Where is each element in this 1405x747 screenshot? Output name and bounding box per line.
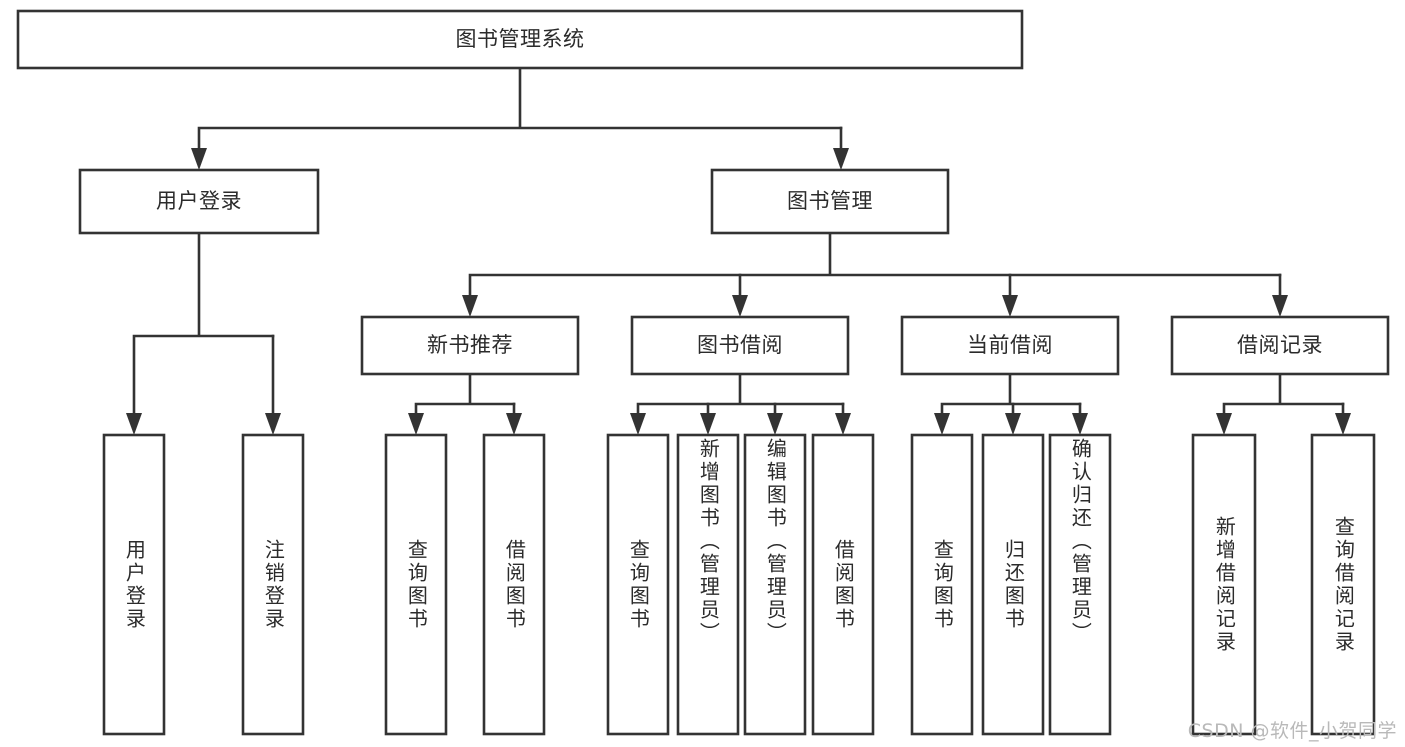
arrow-head-icon (506, 413, 522, 435)
arrow-head-icon (408, 413, 424, 435)
arrow-head-icon (767, 413, 783, 435)
connector-line (468, 231, 1282, 309)
connector-line (636, 372, 845, 427)
connector-line (1222, 372, 1345, 427)
leaf-node-11-box[interactable] (1191, 433, 1257, 736)
arrow-head-icon (630, 413, 646, 435)
connector-line (197, 66, 843, 162)
level3-node-1-box[interactable] (630, 315, 850, 376)
root-node-box[interactable] (16, 9, 1024, 70)
connector-line (132, 231, 275, 427)
arrow-head-icon (1216, 413, 1232, 435)
leaf-node-1-box[interactable] (241, 433, 305, 736)
arrow-head-icon (833, 148, 849, 170)
arrow-head-icon (191, 148, 207, 170)
arrow-head-icon (1072, 413, 1088, 435)
arrow-head-icon (126, 413, 142, 435)
arrow-head-icon (1002, 295, 1018, 317)
level3-node-2-box[interactable] (900, 315, 1120, 376)
arrow-head-icon (934, 413, 950, 435)
leaf-node-3-box[interactable] (482, 433, 546, 736)
level3-node-0-box[interactable] (360, 315, 580, 376)
leaf-node-5-box[interactable] (676, 433, 740, 736)
level3-node-3-box[interactable] (1170, 315, 1390, 376)
level2-node-0-box[interactable] (78, 168, 320, 235)
arrow-head-icon (1272, 295, 1288, 317)
arrow-head-icon (1335, 413, 1351, 435)
level2-node-1-box[interactable] (710, 168, 950, 235)
arrow-head-icon (700, 413, 716, 435)
leaf-node-4-box[interactable] (606, 433, 670, 736)
connector-line (414, 372, 516, 427)
box-layer (16, 9, 1390, 736)
arrow-head-icon (1005, 413, 1021, 435)
leaf-node-6-box[interactable] (743, 433, 807, 736)
arrow-head-icon (732, 295, 748, 317)
leaf-node-9-box[interactable] (981, 433, 1045, 736)
arrow-head-icon (265, 413, 281, 435)
leaf-node-10-box[interactable] (1048, 433, 1112, 736)
arrow-head-icon (835, 413, 851, 435)
arrow-layer (126, 148, 1351, 435)
leaf-node-2-box[interactable] (384, 433, 448, 736)
leaf-node-8-box[interactable] (910, 433, 974, 736)
leaf-node-0-box[interactable] (102, 433, 166, 736)
leaf-node-12-box[interactable] (1310, 433, 1376, 736)
arrow-head-icon (462, 295, 478, 317)
leaf-node-7-box[interactable] (811, 433, 875, 736)
